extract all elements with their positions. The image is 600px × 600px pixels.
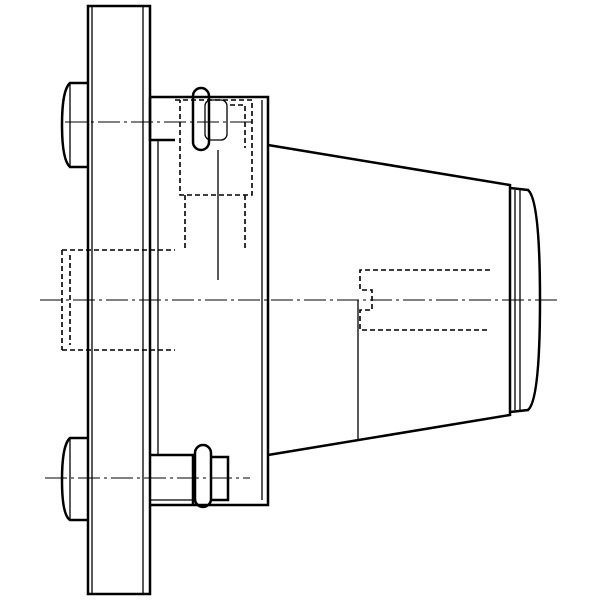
body [150, 95, 270, 507]
centerlines [40, 121, 560, 479]
top-pin [148, 86, 253, 280]
left-boss-bottom [60, 436, 88, 522]
left-boss-top [60, 81, 88, 169]
bottom-pin [150, 443, 230, 509]
